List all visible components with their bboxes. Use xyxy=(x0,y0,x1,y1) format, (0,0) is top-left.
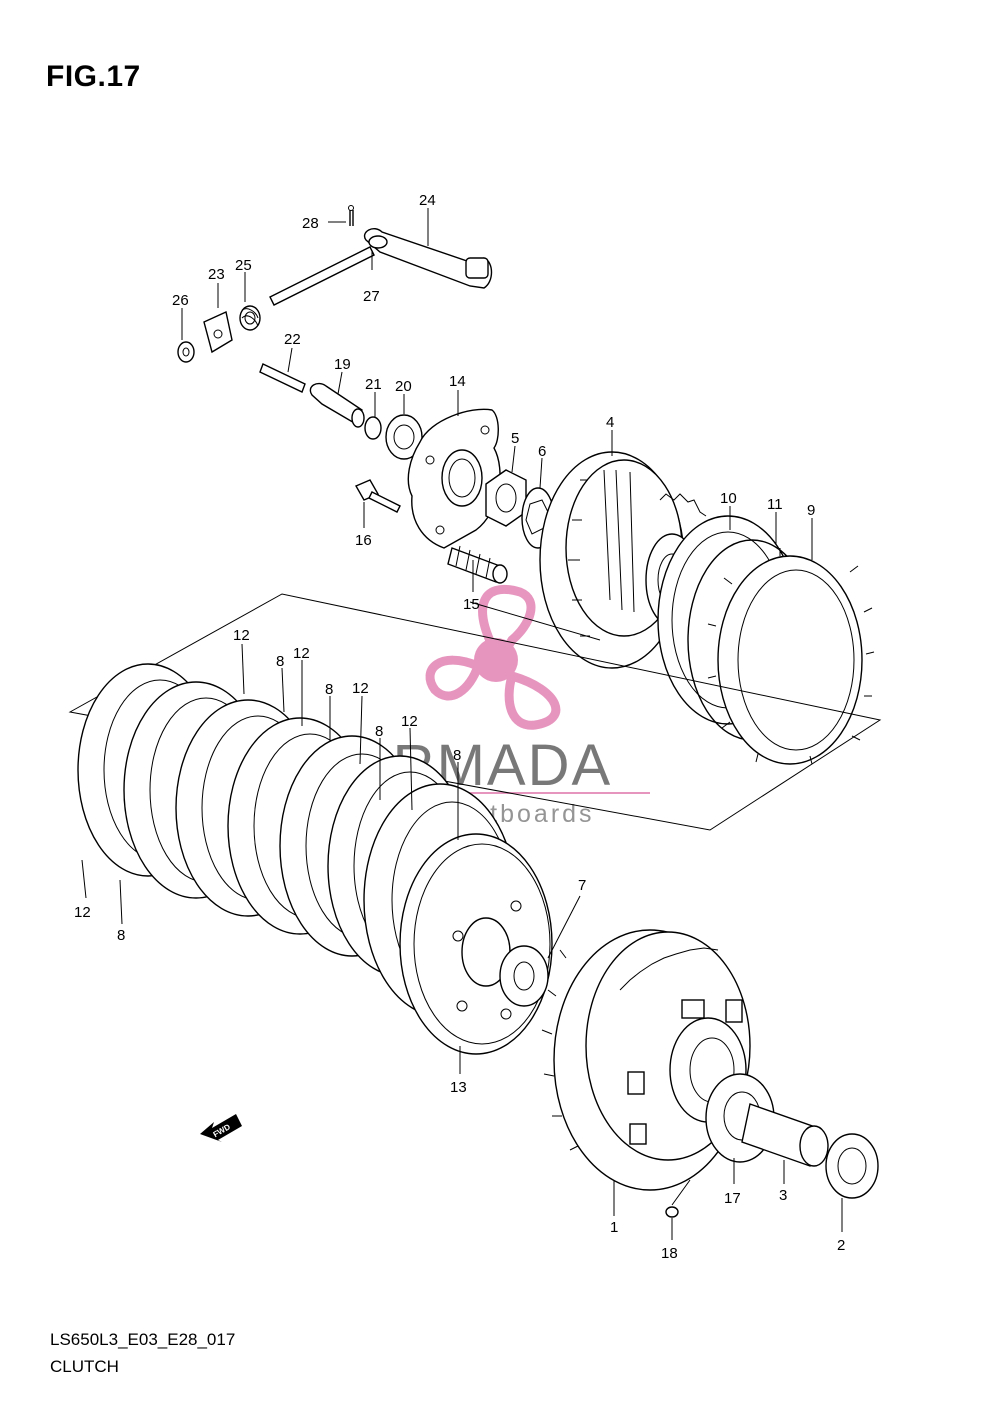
callout-label: 17 xyxy=(724,1190,741,1207)
callout-label: 1 xyxy=(610,1219,618,1236)
callout-label: 8 xyxy=(276,653,284,670)
callout-label: 8 xyxy=(453,747,461,764)
callout-label: 12 xyxy=(401,713,418,730)
thrust-washer-2 xyxy=(825,1133,879,1199)
callout-label: 23 xyxy=(208,266,225,283)
cotter-pin xyxy=(349,210,354,226)
clutch-sleeve-hub xyxy=(539,451,707,669)
callout-label: 8 xyxy=(325,681,333,698)
drive-plate-9 xyxy=(707,548,875,765)
callout-label: 4 xyxy=(606,414,614,431)
washer xyxy=(177,341,195,363)
clutch-spring xyxy=(447,545,508,584)
pressure-plate xyxy=(407,408,501,549)
callout-label: 22 xyxy=(284,331,301,348)
clutch-hub xyxy=(399,833,553,1055)
bracket-plate xyxy=(203,311,233,354)
callout-label: 14 xyxy=(449,373,466,390)
callout-label: 2 xyxy=(837,1237,845,1254)
callout-label: 28 xyxy=(302,215,319,232)
callout-label: 8 xyxy=(375,723,383,740)
diagram-code: LS650L3_E03_E28_017 xyxy=(50,1330,236,1349)
callout-label: 12 xyxy=(352,680,369,697)
torsion-spring xyxy=(239,305,261,331)
callout-label: 8 xyxy=(117,927,125,944)
callout-label: 11 xyxy=(767,496,783,513)
push-rod xyxy=(259,363,306,393)
callout-label: 24 xyxy=(419,192,436,209)
callout-label: 6 xyxy=(538,443,546,460)
callout-label: 10 xyxy=(720,490,737,507)
callout-label: 25 xyxy=(235,257,252,274)
propeller-logo-icon xyxy=(425,584,561,730)
forward-direction-arrow-icon: FWD xyxy=(200,1114,242,1142)
callout-label: 21 xyxy=(365,376,382,393)
callout-label: 16 xyxy=(355,532,372,549)
dowel-pin xyxy=(665,1206,679,1218)
assembly-guide-plane xyxy=(68,593,882,831)
o-ring xyxy=(364,416,382,440)
callout-label: 20 xyxy=(395,378,412,395)
sleeve xyxy=(741,1103,829,1167)
callout-label: 13 xyxy=(450,1079,467,1096)
callout-labels: 28 24 23 25 27 26 22 19 21 20 14 5 6 4 1… xyxy=(74,192,845,1262)
callout-label: 18 xyxy=(661,1245,678,1262)
callout-label: 12 xyxy=(233,627,250,644)
callout-label: 26 xyxy=(172,292,189,309)
diagram-caption: CLUTCH xyxy=(50,1357,119,1376)
callout-label: 19 xyxy=(334,356,351,373)
callout-label: 12 xyxy=(293,645,310,662)
callout-label: 3 xyxy=(779,1187,787,1204)
callout-label: 7 xyxy=(578,877,586,894)
release-shaft xyxy=(269,246,375,306)
callout-label: 5 xyxy=(511,430,519,447)
thrust-washer xyxy=(499,945,549,1007)
bolt xyxy=(355,479,401,513)
callout-label: 12 xyxy=(74,904,91,921)
callout-label: 9 xyxy=(807,502,815,519)
release-shaft-assembly xyxy=(177,205,493,460)
callout-label: 27 xyxy=(363,288,380,305)
callout-leaders xyxy=(81,208,843,1240)
callout-label: 15 xyxy=(463,596,480,613)
figure-title: FIG.17 xyxy=(46,60,141,93)
